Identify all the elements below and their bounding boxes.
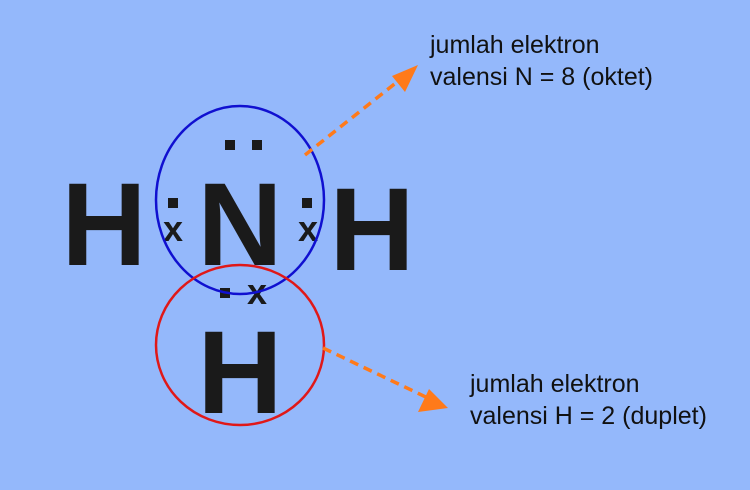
hydrogen-duplet-circle bbox=[154, 263, 326, 427]
nitrogen-lone-pair-electron bbox=[225, 140, 235, 150]
left-hydrogen-symbol: H bbox=[61, 159, 146, 291]
nitrogen-valence-note: jumlah elektron valensi N = 8 (oktet) bbox=[430, 29, 653, 93]
nitrogen-bond-electron-left bbox=[168, 198, 178, 208]
hydrogen-note-line-2: valensi H = 2 (duplet) bbox=[470, 402, 707, 430]
hydrogen-note-line-1: jumlah elektron bbox=[470, 370, 640, 398]
right-hydrogen-symbol: H bbox=[329, 164, 414, 296]
hydrogen-valence-note: jumlah elektron valensi H = 2 (duplet) bbox=[470, 368, 707, 432]
hydrogen-bond-electron-left: x bbox=[163, 208, 183, 249]
nitrogen-bond-electron-right bbox=[302, 198, 312, 208]
nitrogen-arrow-line bbox=[303, 76, 404, 157]
hydrogen-arrow-line bbox=[322, 346, 431, 401]
nitrogen-octet-circle bbox=[154, 104, 326, 296]
nitrogen-lone-pair-electron bbox=[252, 140, 262, 150]
hydrogen-arrow-head bbox=[418, 389, 448, 412]
nitrogen-arrow-head bbox=[392, 65, 418, 92]
nitrogen-note-line-1: jumlah elektron bbox=[430, 31, 600, 59]
bottom-hydrogen-symbol: H bbox=[197, 307, 282, 439]
nitrogen-note-line-2: valensi N = 8 (oktet) bbox=[430, 63, 654, 91]
hydrogen-bond-electron-right: x bbox=[298, 208, 318, 249]
